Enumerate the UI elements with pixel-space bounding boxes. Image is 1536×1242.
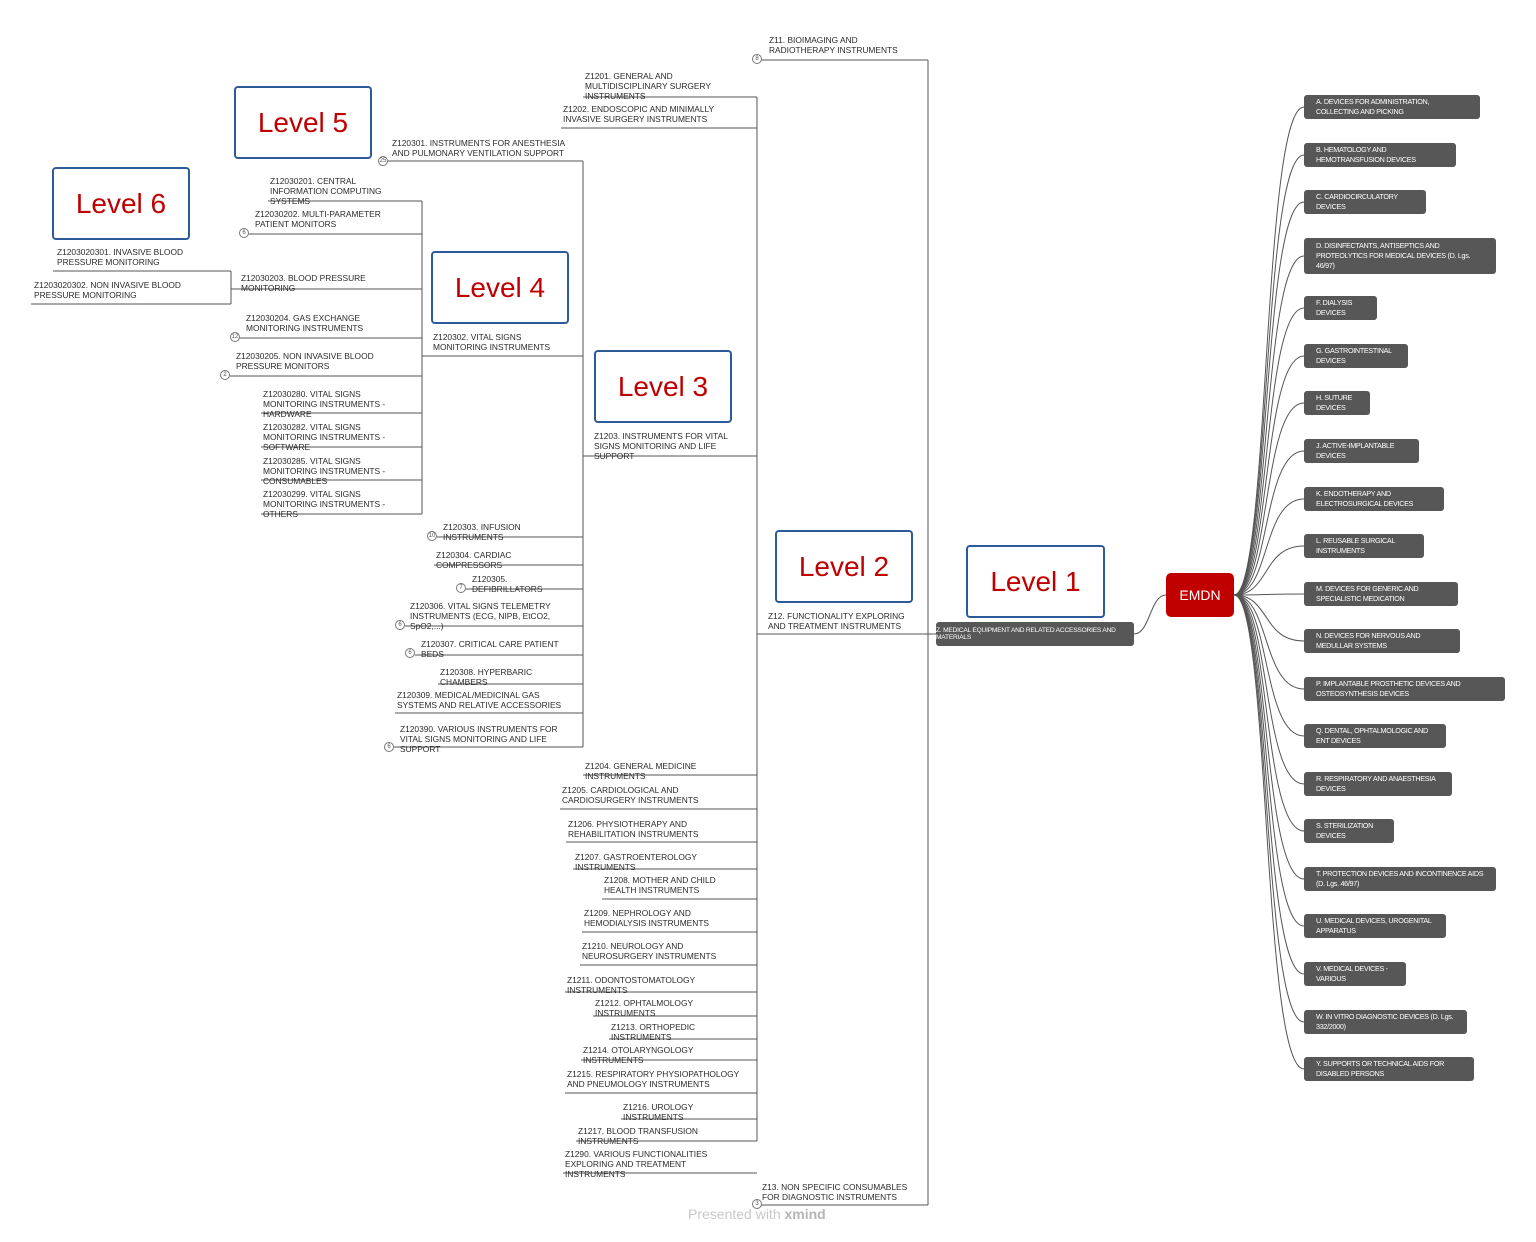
collapsed-count-badge[interactable]: 12 [230, 332, 240, 342]
level3-node[interactable]: Z1206. PHYSIOTHERAPY AND REHABILITATION … [568, 819, 699, 839]
level3-node[interactable]: Z1203. INSTRUMENTS FOR VITAL SIGNS MONIT… [594, 431, 728, 461]
category-node[interactable]: U. MEDICAL DEVICES, UROGENITAL APPARATUS [1304, 914, 1446, 938]
level1-node[interactable]: Z. MEDICAL EQUIPMENT AND RELATED ACCESSO… [936, 622, 1134, 646]
collapsed-count-badge[interactable]: 6 [405, 648, 415, 658]
collapsed-count-badge[interactable]: 25 [378, 156, 388, 166]
level3-node[interactable]: Z1211. ODONTOSTOMATOLOGY INSTRUMENTS [567, 975, 696, 995]
category-node[interactable]: Q. DENTAL, OPHTALMOLOGIC AND ENT DEVICES [1304, 724, 1446, 748]
level4-node[interactable]: Z120304. CARDIAC COMPRESSORS [436, 550, 512, 570]
category-node[interactable]: V. MEDICAL DEVICES - VARIOUS [1304, 962, 1406, 986]
level4-node[interactable]: Z120309. MEDICAL/MEDICINAL GAS SYSTEMS A… [397, 690, 562, 710]
level2-node[interactable]: Z13. NON SPECIFIC CONSUMABLES FOR DIAGNO… [762, 1182, 908, 1202]
category-node[interactable]: A. DEVICES FOR ADMINISTRATION, COLLECTIN… [1304, 95, 1480, 119]
level3-node[interactable]: Z1216. UROLOGY INSTRUMENTS [623, 1102, 694, 1122]
level-label-6: Level 6 [52, 167, 190, 240]
level5-node[interactable]: Z12030282. VITAL SIGNS MONITORING INSTRU… [263, 422, 386, 452]
level6-node[interactable]: Z1203020302. NON INVASIVE BLOOD PRESSURE… [34, 280, 181, 300]
collapsed-count-badge[interactable]: 6 [239, 228, 249, 238]
category-node[interactable]: D. DISINFECTANTS, ANTISEPTICS AND PROTEO… [1304, 238, 1496, 274]
level3-node[interactable]: Z1208. MOTHER AND CHILD HEALTH INSTRUMEN… [604, 875, 716, 895]
level4-node[interactable]: Z120305. DEFIBRILLATORS [472, 574, 543, 594]
watermark: Presented with xmind [688, 1206, 826, 1222]
collapsed-count-badge[interactable]: 7 [456, 583, 466, 593]
level4-node[interactable]: Z120303. INFUSION INSTRUMENTS [443, 522, 521, 542]
level3-node[interactable]: Z1215. RESPIRATORY PHYSIOPATHOLOGY AND P… [567, 1069, 740, 1089]
collapsed-count-badge[interactable]: 8 [752, 54, 762, 64]
collapsed-count-badge[interactable]: 6 [395, 620, 405, 630]
level3-node[interactable]: Z1204. GENERAL MEDICINE INSTRUMENTS [585, 761, 697, 781]
category-node[interactable]: S. STERILIZATION DEVICES [1304, 819, 1394, 843]
category-node[interactable]: B. HEMATOLOGY AND HEMOTRANSFUSION DEVICE… [1304, 143, 1456, 167]
category-node[interactable]: H. SUTURE DEVICES [1304, 391, 1370, 415]
collapsed-count-badge[interactable]: 3 [752, 1199, 762, 1209]
level4-node[interactable]: Z120308. HYPERBARIC CHAMBERS [440, 667, 533, 687]
level5-node[interactable]: Z12030299. VITAL SIGNS MONITORING INSTRU… [263, 489, 386, 519]
level5-node[interactable]: Z12030204. GAS EXCHANGE MONITORING INSTR… [246, 313, 364, 333]
category-node[interactable]: N. DEVICES FOR NERVOUS AND MEDULLAR SYST… [1304, 629, 1460, 653]
collapsed-count-badge[interactable]: 10 [427, 531, 437, 541]
level3-node[interactable]: Z1210. NEUROLOGY AND NEUROSURGERY INSTRU… [582, 941, 717, 961]
watermark-brand: xmind [784, 1206, 826, 1222]
level6-node[interactable]: Z1203020301. INVASIVE BLOOD PRESSURE MON… [57, 247, 184, 267]
level5-node[interactable]: Z12030205. NON INVASIVE BLOOD PRESSURE M… [236, 351, 374, 371]
category-node[interactable]: R. RESPIRATORY AND ANAESTHESIA DEVICES [1304, 772, 1452, 796]
collapsed-count-badge[interactable]: 2 [220, 370, 230, 380]
level2-node[interactable]: Z12. FUNCTIONALITY EXPLORING AND TREATME… [768, 611, 905, 631]
level3-node[interactable]: Z1201. GENERAL AND MULTIDISCIPLINARY SUR… [585, 71, 711, 101]
category-node[interactable]: F. DIALYSIS DEVICES [1304, 296, 1377, 320]
category-node[interactable]: C. CARDIOCIRCULATORY DEVICES [1304, 190, 1426, 214]
level4-node[interactable]: Z120302. VITAL SIGNS MONITORING INSTRUME… [433, 332, 551, 352]
level5-node[interactable]: Z12030201. CENTRAL INFORMATION COMPUTING… [270, 176, 382, 206]
level-label-4: Level 4 [431, 251, 569, 324]
level4-node[interactable]: Z120307. CRITICAL CARE PATIENT BEDS [421, 639, 559, 659]
level3-node[interactable]: Z1212. OPHTALMOLOGY INSTRUMENTS [595, 998, 694, 1018]
level5-node[interactable]: Z12030280. VITAL SIGNS MONITORING INSTRU… [263, 389, 386, 419]
level3-node[interactable]: Z1209. NEPHROLOGY AND HEMODIALYSIS INSTR… [584, 908, 710, 928]
level-label-5: Level 5 [234, 86, 372, 159]
level5-node[interactable]: Z12030285. VITAL SIGNS MONITORING INSTRU… [263, 456, 386, 486]
level3-node[interactable]: Z1205. CARDIOLOGICAL AND CARDIOSURGERY I… [562, 785, 699, 805]
category-node[interactable]: K. ENDOTHERAPY AND ELECTROSURGICAL DEVIC… [1304, 487, 1444, 511]
category-node[interactable]: W. IN VITRO DIAGNOSTIC DEVICES (D. Lgs. … [1304, 1010, 1467, 1034]
collapsed-count-badge[interactable]: 6 [384, 742, 394, 752]
level3-node[interactable]: Z1213. ORTHOPEDIC INSTRUMENTS [611, 1022, 696, 1042]
watermark-prefix: Presented with [688, 1206, 781, 1222]
category-node[interactable]: G. GASTROINTESTINAL DEVICES [1304, 344, 1408, 368]
category-node[interactable]: P. IMPLANTABLE PROSTHETIC DEVICES AND OS… [1304, 677, 1505, 701]
level3-node[interactable]: Z1214. OTOLARYNGOLOGY INSTRUMENTS [583, 1045, 694, 1065]
level-label-3: Level 3 [594, 350, 732, 423]
level5-node[interactable]: Z12030202. MULTI-PARAMETER PATIENT MONIT… [255, 209, 381, 229]
category-node[interactable]: L. REUSABLE SURGICAL INSTRUMENTS [1304, 534, 1424, 558]
level3-node[interactable]: Z1202. ENDOSCOPIC AND MINIMALLY INVASIVE… [563, 104, 715, 124]
level5-node[interactable]: Z12030203. BLOOD PRESSURE MONITORING [241, 273, 366, 293]
level-label-2: Level 2 [775, 530, 913, 603]
level-label-1: Level 1 [966, 545, 1105, 618]
category-node[interactable]: M. DEVICES FOR GENERIC AND SPECIALISTIC … [1304, 582, 1458, 606]
category-node[interactable]: Y. SUPPORTS OR TECHNICAL AIDS FOR DISABL… [1304, 1057, 1474, 1081]
root-node-emdn[interactable]: EMDN [1166, 573, 1234, 617]
level4-node[interactable]: Z120390. VARIOUS INSTRUMENTS FOR VITAL S… [400, 724, 558, 754]
level3-node[interactable]: Z1217. BLOOD TRANSFUSION INSTRUMENTS [578, 1126, 698, 1146]
level3-node[interactable]: Z1290. VARIOUS FUNCTIONALITIES EXPLORING… [565, 1149, 708, 1179]
level4-node[interactable]: Z120306. VITAL SIGNS TELEMETRY INSTRUMEN… [410, 601, 551, 631]
category-node[interactable]: J. ACTIVE-IMPLANTABLE DEVICES [1304, 439, 1419, 463]
level3-node[interactable]: Z1207. GASTROENTEROLOGY INSTRUMENTS [575, 852, 697, 872]
level4-node[interactable]: Z120301. INSTRUMENTS FOR ANESTHESIA AND … [392, 138, 566, 158]
level2-node[interactable]: Z11. BIOIMAGING AND RADIOTHERAPY INSTRUM… [769, 35, 898, 55]
category-node[interactable]: T. PROTECTION DEVICES AND INCONTINENCE A… [1304, 867, 1496, 891]
